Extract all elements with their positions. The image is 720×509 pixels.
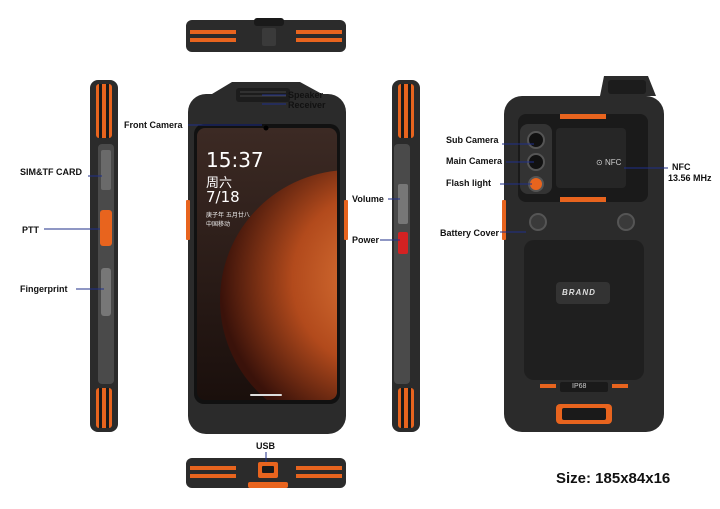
front-view xyxy=(186,82,348,434)
size-label: Size: 185x84x16 xyxy=(556,470,671,487)
lock-screen-carrier: 中国移动 xyxy=(206,221,231,228)
top-view xyxy=(186,18,346,52)
nfc-mark: ⊙ NFC xyxy=(596,158,621,167)
label-flash-light: Flash light xyxy=(446,178,491,188)
label-main-camera: Main Camera xyxy=(446,156,503,166)
lock-screen-lunar: 庚子年 五月廿八 xyxy=(206,212,250,219)
label-nfc-frequency: 13.56 MHz xyxy=(668,173,712,183)
brand-mark: BRAND xyxy=(562,288,596,297)
label-fingerprint: Fingerprint xyxy=(20,284,68,294)
label-ptt: PTT xyxy=(22,225,39,235)
label-usb: USB xyxy=(256,441,276,451)
right-side-view xyxy=(392,80,420,432)
label-volume: Volume xyxy=(352,194,384,204)
label-sub-camera: Sub Camera xyxy=(446,135,499,145)
label-battery-cover: Battery Cover xyxy=(440,228,500,238)
leader-lines xyxy=(44,94,668,462)
nfc-icon: ⊙ xyxy=(596,158,603,167)
lock-screen-day: 周六 xyxy=(206,176,233,191)
nfc-mark-text: NFC xyxy=(604,158,622,167)
back-view xyxy=(502,76,664,432)
label-receiver: Receiver xyxy=(288,100,326,110)
lock-screen-time: 15:37 xyxy=(206,148,264,172)
ip-rating-mark: IP68 xyxy=(572,383,587,390)
left-side-view xyxy=(90,80,118,432)
bottom-view xyxy=(186,458,346,488)
label-front-camera: Front Camera xyxy=(124,120,183,130)
label-power: Power xyxy=(352,235,380,245)
label-sim-tf-card: SIM&TF CARD xyxy=(20,167,82,177)
label-nfc: NFC xyxy=(672,162,691,172)
label-speaker: Speaker xyxy=(288,90,324,100)
lock-screen-date: 7/18 xyxy=(206,188,240,206)
